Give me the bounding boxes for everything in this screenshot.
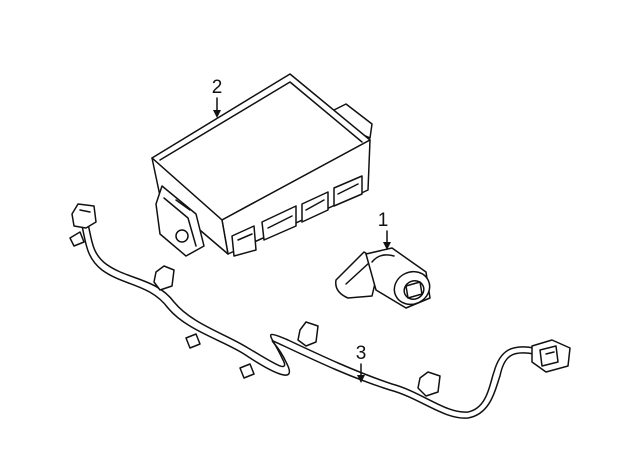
callout-3: 3 (356, 343, 367, 383)
wiring-harness (69, 203, 571, 419)
sensor (335, 247, 431, 309)
callout-label-2: 2 (212, 77, 223, 98)
callout-2: 2 (212, 77, 223, 118)
callout-label-1: 1 (378, 210, 389, 231)
callout-1: 1 (378, 210, 391, 250)
callout-label-3: 3 (356, 343, 367, 364)
control-module (151, 73, 373, 257)
